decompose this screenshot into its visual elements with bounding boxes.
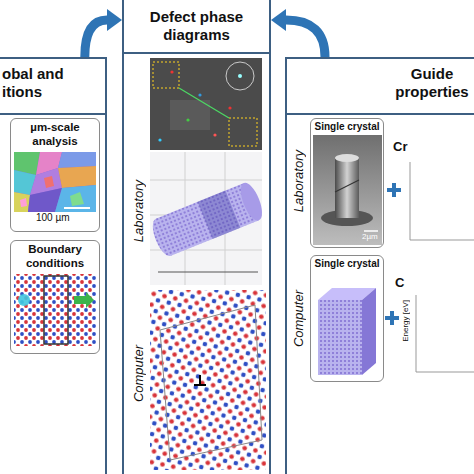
box-title: Boundary conditions bbox=[11, 243, 99, 271]
ebsd-map bbox=[14, 152, 96, 212]
box-title: µm-scale analysis bbox=[11, 121, 99, 149]
panel-heading: obal and itions bbox=[2, 65, 74, 101]
row-label: Laboratory bbox=[292, 150, 305, 212]
row-label: Computer bbox=[132, 345, 145, 402]
micropillar-sem bbox=[313, 135, 382, 245]
flow-arrow bbox=[85, 20, 107, 57]
atomistic-simulation bbox=[150, 290, 266, 470]
row-label: Computer bbox=[292, 290, 305, 347]
atom-probe-plot bbox=[148, 152, 266, 285]
micrograph bbox=[150, 58, 262, 150]
inset-box: Single crystal bbox=[310, 255, 384, 382]
row-label: Laboratory bbox=[132, 180, 145, 242]
plus-sign bbox=[385, 183, 401, 325]
scale-label: 2µm bbox=[362, 233, 378, 241]
flow-arrow bbox=[286, 20, 325, 57]
axis-label: Energy [eV] bbox=[402, 300, 410, 342]
scale-label: 100 µm bbox=[36, 213, 70, 223]
inset-box: Single crystal bbox=[310, 118, 384, 248]
cut-plot-axes bbox=[410, 162, 474, 372]
panel-heading: Guide properties bbox=[382, 65, 474, 101]
panel: obal and itions µm-scale analysisBoundary… bbox=[0, 57, 107, 474]
cut-heading: C bbox=[395, 276, 404, 289]
panel: Guide propertiesSingle crystalSingle cry… bbox=[285, 57, 474, 474]
box-title: Single crystal bbox=[311, 121, 383, 133]
inset-box: Boundary conditions bbox=[10, 240, 100, 354]
box-title: Single crystal bbox=[311, 258, 383, 270]
cut-heading: Cr bbox=[393, 140, 407, 153]
simulation-cell bbox=[318, 288, 376, 375]
panel-heading: Defect phase diagrams bbox=[126, 8, 267, 44]
boundary-atoms bbox=[14, 274, 96, 346]
